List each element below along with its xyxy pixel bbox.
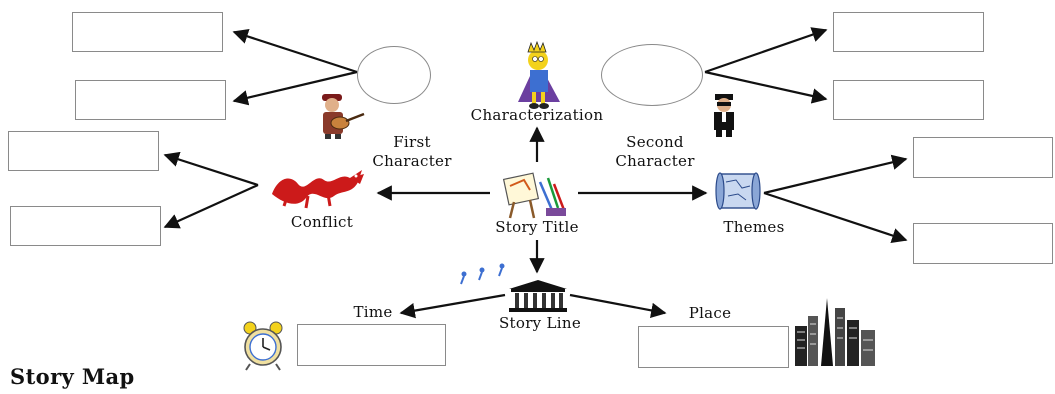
arrow-second-character-box-2: [704, 70, 828, 104]
second-character-label: Second Character: [615, 133, 695, 170]
scroll-map-icon: [715, 172, 761, 210]
arrow-first-character-box-2: [232, 70, 358, 106]
characterization-label: Characterization: [470, 106, 604, 124]
page-title: Story Map: [10, 364, 135, 389]
themes-box-2[interactable]: [913, 223, 1053, 264]
spy-icon: [714, 94, 734, 137]
conflict-label: Conflict: [290, 213, 354, 231]
second-character-trait-box-1[interactable]: [833, 12, 984, 52]
arrow-first-character-box-1: [232, 28, 358, 74]
first-character-trait-box-1[interactable]: [72, 12, 223, 52]
place-label: Place: [688, 304, 732, 322]
city-skyline-icon: [795, 298, 875, 366]
building-columns-icon: [509, 280, 567, 312]
first-character-circle[interactable]: [357, 46, 431, 104]
time-box[interactable]: [297, 324, 446, 366]
arrow-conflict-box-1: [163, 151, 259, 187]
arrow-conflict-box-2: [163, 183, 259, 229]
story-title-label: Story Title: [495, 218, 579, 236]
guitar-player-icon: [322, 94, 365, 139]
conflict-box-1[interactable]: [8, 131, 159, 171]
arrow-themes-box-2: [763, 191, 908, 243]
arrow-themes-box-1: [763, 154, 908, 195]
first-character-trait-box-2[interactable]: [75, 80, 226, 120]
art-supplies-icon: [502, 172, 566, 219]
themes-box-1[interactable]: [913, 137, 1053, 178]
arrow-to-time: [399, 293, 506, 319]
conflict-box-2[interactable]: [10, 206, 161, 246]
dancing-figures-icon: [460, 263, 505, 285]
arrow-to-place: [569, 293, 667, 318]
alarm-clock-icon: [243, 321, 283, 371]
dragon-icon: [272, 170, 364, 209]
time-label: Time: [353, 303, 393, 321]
second-character-circle[interactable]: [601, 44, 703, 106]
second-character-trait-box-2[interactable]: [833, 80, 984, 120]
arrow-second-character-box-1: [704, 27, 828, 74]
story-line-label: Story Line: [498, 314, 582, 332]
place-box[interactable]: [638, 326, 789, 368]
cartoon-character-icon: [518, 40, 560, 109]
themes-label: Themes: [723, 218, 785, 236]
first-character-label: First Character: [372, 133, 452, 170]
